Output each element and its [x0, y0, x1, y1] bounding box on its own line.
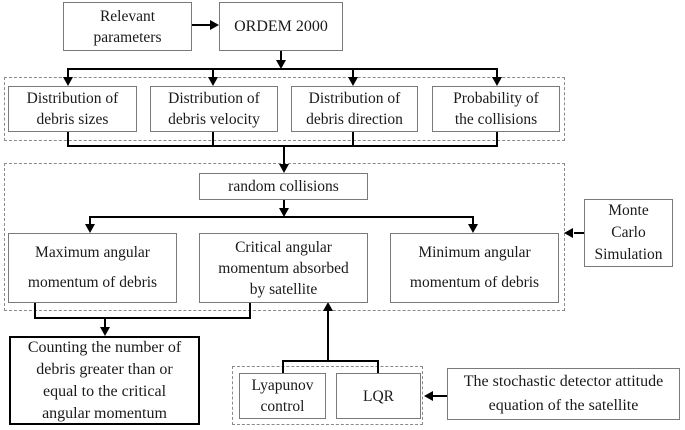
counting-bus-line — [34, 317, 251, 319]
node-stochastic-attitude-equation: The stochastic detector attitude equatio… — [447, 368, 680, 420]
node-counting-debris: Counting the number of debris greater th… — [9, 336, 200, 425]
edge-bus-to-velocity-line — [212, 69, 214, 78]
control-bus-line — [282, 360, 379, 362]
edge-montecarlo-arrowhead — [564, 228, 573, 238]
node-distribution-debris-sizes: Distribution of debris sizes — [8, 86, 137, 132]
edge-lqr-up-stub — [377, 361, 379, 373]
node-random-collisions: random collisions — [199, 173, 368, 200]
edge-branch-to-min-arrowhead — [468, 224, 478, 233]
node-lyapunov-control: Lyapunov control — [239, 373, 326, 419]
node-relevant-parameters: Relevant parameters — [63, 2, 192, 51]
control-group-border — [232, 366, 423, 425]
edge-probability-down-stub — [496, 132, 498, 146]
edge-branch-to-max-arrowhead — [85, 224, 95, 233]
node-minimum-angular-momentum: Minimum angular momentum of debris — [390, 233, 559, 303]
node-critical-angular-momentum: Critical angular momentum absorbed by sa… — [199, 233, 368, 303]
edge-bus-to-probability-arrowhead — [492, 77, 502, 86]
edge-direction-down-stub — [352, 132, 354, 146]
edge-ordem-down-arrowhead — [276, 60, 286, 69]
edge-bus-to-counting-line — [104, 317, 106, 327]
edge-ordem-down-line — [280, 51, 282, 61]
node-probability-collisions: Probability of the collisions — [432, 86, 560, 132]
edge-bus-to-random-line — [283, 146, 285, 165]
edge-branch-to-min-line — [472, 217, 474, 225]
edge-control-to-critical-arrowhead — [323, 302, 333, 311]
edge-bus-to-direction-line — [352, 69, 354, 78]
edge-random-down-line — [283, 200, 285, 209]
edge-bus-to-sizes-line — [67, 69, 69, 78]
edge-max-down-stub — [34, 303, 36, 318]
branch-bus-line — [89, 216, 474, 218]
edge-bus-to-probability-line — [496, 69, 498, 78]
node-monte-carlo-simulation: Monte Carlo Simulation — [584, 199, 673, 267]
edge-branch-to-max-line — [89, 217, 91, 225]
edge-lyapunov-up-stub — [282, 361, 284, 373]
node-ordem-2000: ORDEM 2000 — [219, 2, 343, 51]
node-distribution-debris-direction: Distribution of debris direction — [291, 86, 418, 132]
node-distribution-debris-velocity: Distribution of debris velocity — [150, 86, 278, 132]
edge-bus-to-random-arrowhead — [279, 164, 289, 173]
edge-random-down-arrowhead — [279, 208, 289, 217]
distributions-group-border — [4, 77, 565, 141]
node-maximum-angular-momentum: Maximum angular momentum of debris — [8, 233, 177, 303]
edge-bus-to-counting-arrowhead — [100, 327, 110, 336]
edge-bus-to-direction-arrowhead — [348, 77, 358, 86]
edge-bus-to-sizes-arrowhead — [63, 77, 73, 86]
edge-critical-down-stub — [249, 303, 251, 318]
edge-stochastic-line — [433, 395, 447, 397]
edge-stochastic-arrowhead — [424, 391, 433, 401]
edge-relevant-to-ordem-line — [192, 24, 211, 26]
node-lqr: LQR — [336, 373, 421, 419]
edge-velocity-down-stub — [212, 132, 214, 146]
edge-montecarlo-line — [574, 232, 584, 234]
edge-control-to-critical-line — [327, 311, 329, 361]
edge-bus-to-velocity-arrowhead — [208, 77, 218, 86]
edge-relevant-to-ordem-arrowhead — [210, 20, 219, 30]
distribution-bus-line — [67, 68, 498, 70]
collector-bus-line — [67, 145, 498, 147]
edge-sizes-down-stub — [67, 132, 69, 146]
